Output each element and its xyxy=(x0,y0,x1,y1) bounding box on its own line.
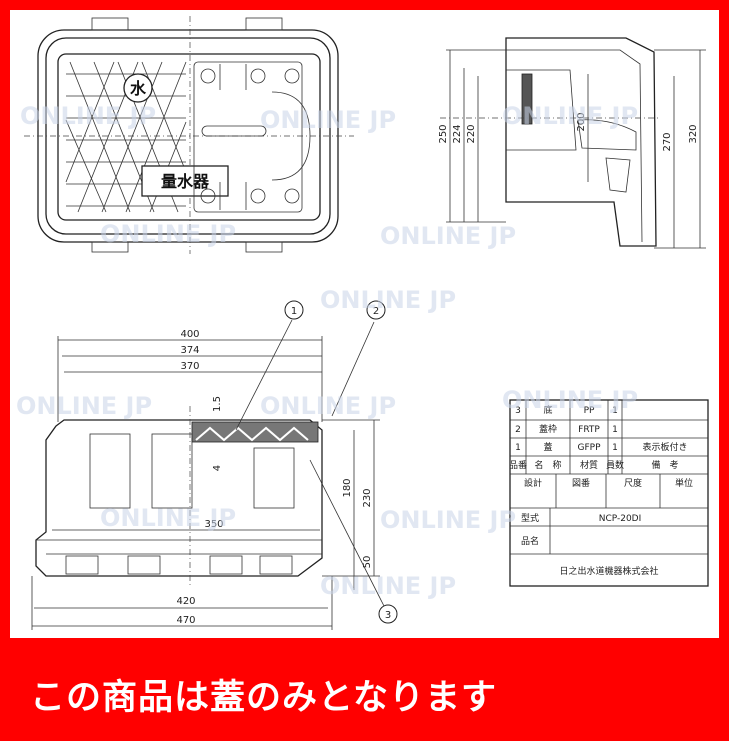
header-note: 備 考 xyxy=(651,459,678,471)
row-0-qty: 1 xyxy=(612,406,618,416)
dim-200: 200 xyxy=(576,112,587,131)
watermark-5: ONLINE JP xyxy=(380,222,516,250)
model-value: NCP-20DI xyxy=(599,514,642,524)
dim-374: 374 xyxy=(180,345,199,356)
row-2-material: GFPP xyxy=(577,443,601,453)
unit-label: 単位 xyxy=(675,477,693,489)
drawing-sheet: 水 量水器 xyxy=(10,10,719,638)
dim-4: 4 xyxy=(212,465,223,471)
product-label: 品名 xyxy=(521,535,539,547)
front-view: 400 374 370 350 420 470 1.5 4 180 230 50… xyxy=(31,300,398,630)
header-qty: 員数 xyxy=(606,459,624,471)
row-1-no: 2 xyxy=(515,425,521,435)
watermark-2: ONLINE JP xyxy=(260,106,396,134)
watermarks: ONLINE JP ONLINE JP ONLINE JP ONLINE JP … xyxy=(16,102,638,600)
row-2-name: 蓋 xyxy=(543,441,552,453)
dim-230: 230 xyxy=(362,488,373,507)
row-0-name: 底 xyxy=(543,404,552,416)
row-1-qty: 1 xyxy=(612,425,618,435)
top-view: 水 量水器 xyxy=(24,16,354,254)
dim-420: 420 xyxy=(176,596,195,607)
scale-label: 尺度 xyxy=(624,477,642,489)
row-2-note: 表示板付き xyxy=(642,441,687,453)
side-view: 250 224 220 200 270 320 xyxy=(438,37,706,249)
company-name: 日之出水道機器株式会社 xyxy=(559,565,658,577)
row-1-name: 蓋枠 xyxy=(539,423,557,435)
watermark-4: ONLINE JP xyxy=(100,220,236,248)
dim-220: 220 xyxy=(466,124,477,143)
notice-text: この商品は蓋のみとなります xyxy=(30,678,497,718)
top-view-right-half xyxy=(193,61,311,213)
dim-1-5: 1.5 xyxy=(212,396,223,412)
watermark-10: ONLINE JP xyxy=(100,504,236,532)
watermark-11: ONLINE JP xyxy=(380,506,516,534)
header-material: 材質 xyxy=(580,459,598,471)
design-label: 設計 xyxy=(524,477,542,489)
drawing-label: 図番 xyxy=(572,477,590,489)
dim-470: 470 xyxy=(176,615,195,626)
watermark-1: ONLINE JP xyxy=(20,102,156,130)
header-no: 品番 xyxy=(509,459,527,471)
dim-270: 270 xyxy=(662,132,673,151)
notice-banner: この商品は蓋のみとなります xyxy=(0,648,729,741)
meter-label-plate xyxy=(141,165,229,197)
dim-250: 250 xyxy=(438,124,449,143)
dim-400: 400 xyxy=(180,329,199,340)
watermark-8: ONLINE JP xyxy=(260,392,396,420)
dim-50: 50 xyxy=(362,556,373,569)
watermark-7: ONLINE JP xyxy=(16,392,152,420)
row-2-no: 1 xyxy=(515,443,521,453)
meter-label: 量水器 xyxy=(161,172,210,191)
water-emblem-text: 水 xyxy=(130,79,147,98)
callout-1: 1 xyxy=(291,306,297,317)
row-0-material: PP xyxy=(584,406,595,416)
water-emblem xyxy=(123,73,153,103)
watermark-3: ONLINE JP xyxy=(502,102,638,130)
row-0-no: 3 xyxy=(515,406,521,416)
row-2-qty: 1 xyxy=(612,443,618,453)
callout-2: 2 xyxy=(373,306,379,317)
watermark-12: ONLINE JP xyxy=(320,572,456,600)
dim-350: 350 xyxy=(204,519,223,530)
dim-180: 180 xyxy=(342,478,353,497)
watermark-6: ONLINE JP xyxy=(320,286,456,314)
technical-drawing: 水 量水器 xyxy=(16,16,709,630)
model-label: 型式 xyxy=(521,512,539,524)
callout-3: 3 xyxy=(385,610,391,621)
dim-224: 224 xyxy=(452,124,463,143)
dim-370: 370 xyxy=(180,361,199,372)
row-1-material: FRTP xyxy=(578,425,600,435)
header-name: 名 称 xyxy=(534,459,561,471)
title-block: 3 底 PP 1 2 蓋枠 FRTP 1 1 蓋 GFPP 1 表示板付き 品番… xyxy=(509,399,709,587)
watermark-9: ONLINE JP xyxy=(502,386,638,414)
dim-320: 320 xyxy=(688,124,699,143)
